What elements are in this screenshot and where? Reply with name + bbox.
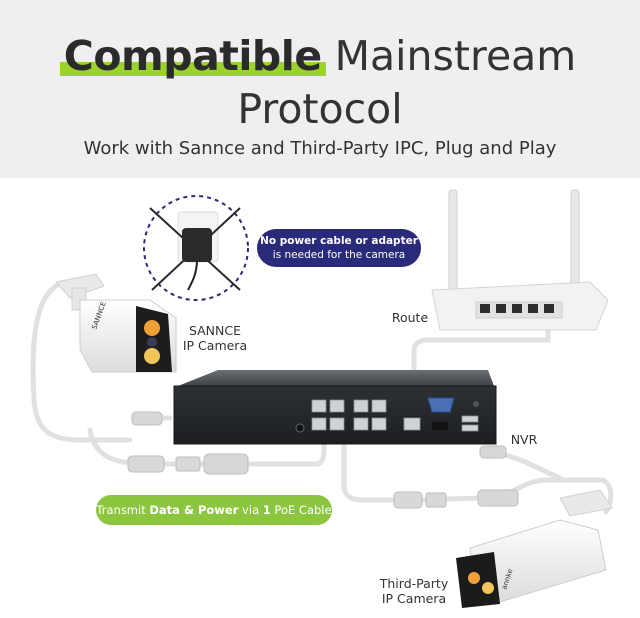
camera2-light-2 — [482, 582, 494, 594]
nvr-poe-port-8 — [371, 417, 387, 431]
nvr-usb-port-2 — [461, 424, 479, 432]
router-port-3 — [512, 304, 522, 313]
router-port-5 — [544, 304, 554, 313]
camera2-light-1 — [468, 572, 480, 584]
page-title: Compatible Mainstream — [0, 30, 640, 82]
title-light-word: Mainstream — [334, 32, 577, 80]
router-illustration — [431, 189, 609, 331]
nvr-poe-port-3 — [353, 399, 369, 413]
router-port-2 — [496, 304, 506, 313]
title-bold-word: Compatible — [59, 30, 326, 82]
network-diagram: SANNCE annke — [30, 189, 614, 608]
nvr-to-router-cable — [411, 313, 551, 429]
nvr-usb-port-1 — [461, 415, 479, 423]
third-party-camera-label: Third-Party IP Camera — [379, 576, 449, 606]
camera1-light-bottom — [144, 348, 160, 364]
no-power-callout: No power cable or adapter is needed for … — [257, 229, 421, 267]
page-title-line2: Protocol — [237, 85, 403, 133]
header-banner — [0, 0, 640, 178]
cross-line-2 — [151, 207, 241, 291]
router-label: Route — [391, 310, 429, 325]
camera2-mount — [559, 489, 613, 517]
nvr-to-camera2-cable — [341, 423, 401, 503]
sannce-camera-label: SANNCE IP Camera — [182, 323, 248, 353]
power-adapter-icon — [182, 228, 212, 262]
inline-coupler-1 — [203, 453, 249, 475]
page-subtitle: Work with Sannce and Third-Party IPC, Pl… — [83, 138, 557, 159]
nvr-screw — [473, 401, 479, 407]
nvr-poe-port-5 — [311, 417, 327, 431]
router-port-1 — [480, 304, 490, 313]
nvr-hdmi-port — [432, 422, 448, 430]
nvr-label: NVR — [510, 432, 538, 447]
camera1-mount — [55, 273, 105, 299]
camera1-rj45-coupler — [127, 455, 165, 473]
poe-link-cable — [237, 423, 327, 467]
no-adapter-icon — [143, 195, 249, 301]
nvr-vga-port — [427, 397, 455, 413]
camera2-coupler — [477, 489, 519, 507]
nvr-poe-port-4 — [371, 399, 387, 413]
camera1-lens — [147, 337, 157, 347]
nvr-poe-port-7 — [353, 417, 369, 431]
camera1-power-cable — [30, 279, 133, 443]
nvr-top — [178, 370, 494, 386]
nvr-poe-port-6 — [329, 417, 345, 431]
nvr-poe-port-2 — [329, 399, 345, 413]
third-party-camera-illustration: annke — [456, 489, 613, 608]
rj45-plug-2 — [425, 492, 447, 508]
title-highlight — [59, 62, 326, 76]
camera1-light-top — [144, 320, 160, 336]
poe-banner: Transmit Data & Power via 1 PoE Cable — [96, 495, 332, 525]
dc-plug-1 — [131, 411, 163, 426]
nvr-illustration — [173, 370, 497, 445]
router-port-4 — [528, 304, 538, 313]
nvr-poe-port-1 — [311, 399, 327, 413]
connectors — [127, 411, 519, 509]
camera2-dc-plug — [479, 445, 507, 459]
sannce-camera-illustration: SANNCE — [55, 273, 177, 373]
nvr-power-jack — [295, 423, 305, 433]
nvr-front — [174, 386, 496, 444]
rj45-plug-1 — [175, 456, 201, 472]
inline-coupler-2 — [393, 491, 423, 509]
nvr-lan-port — [403, 417, 421, 431]
